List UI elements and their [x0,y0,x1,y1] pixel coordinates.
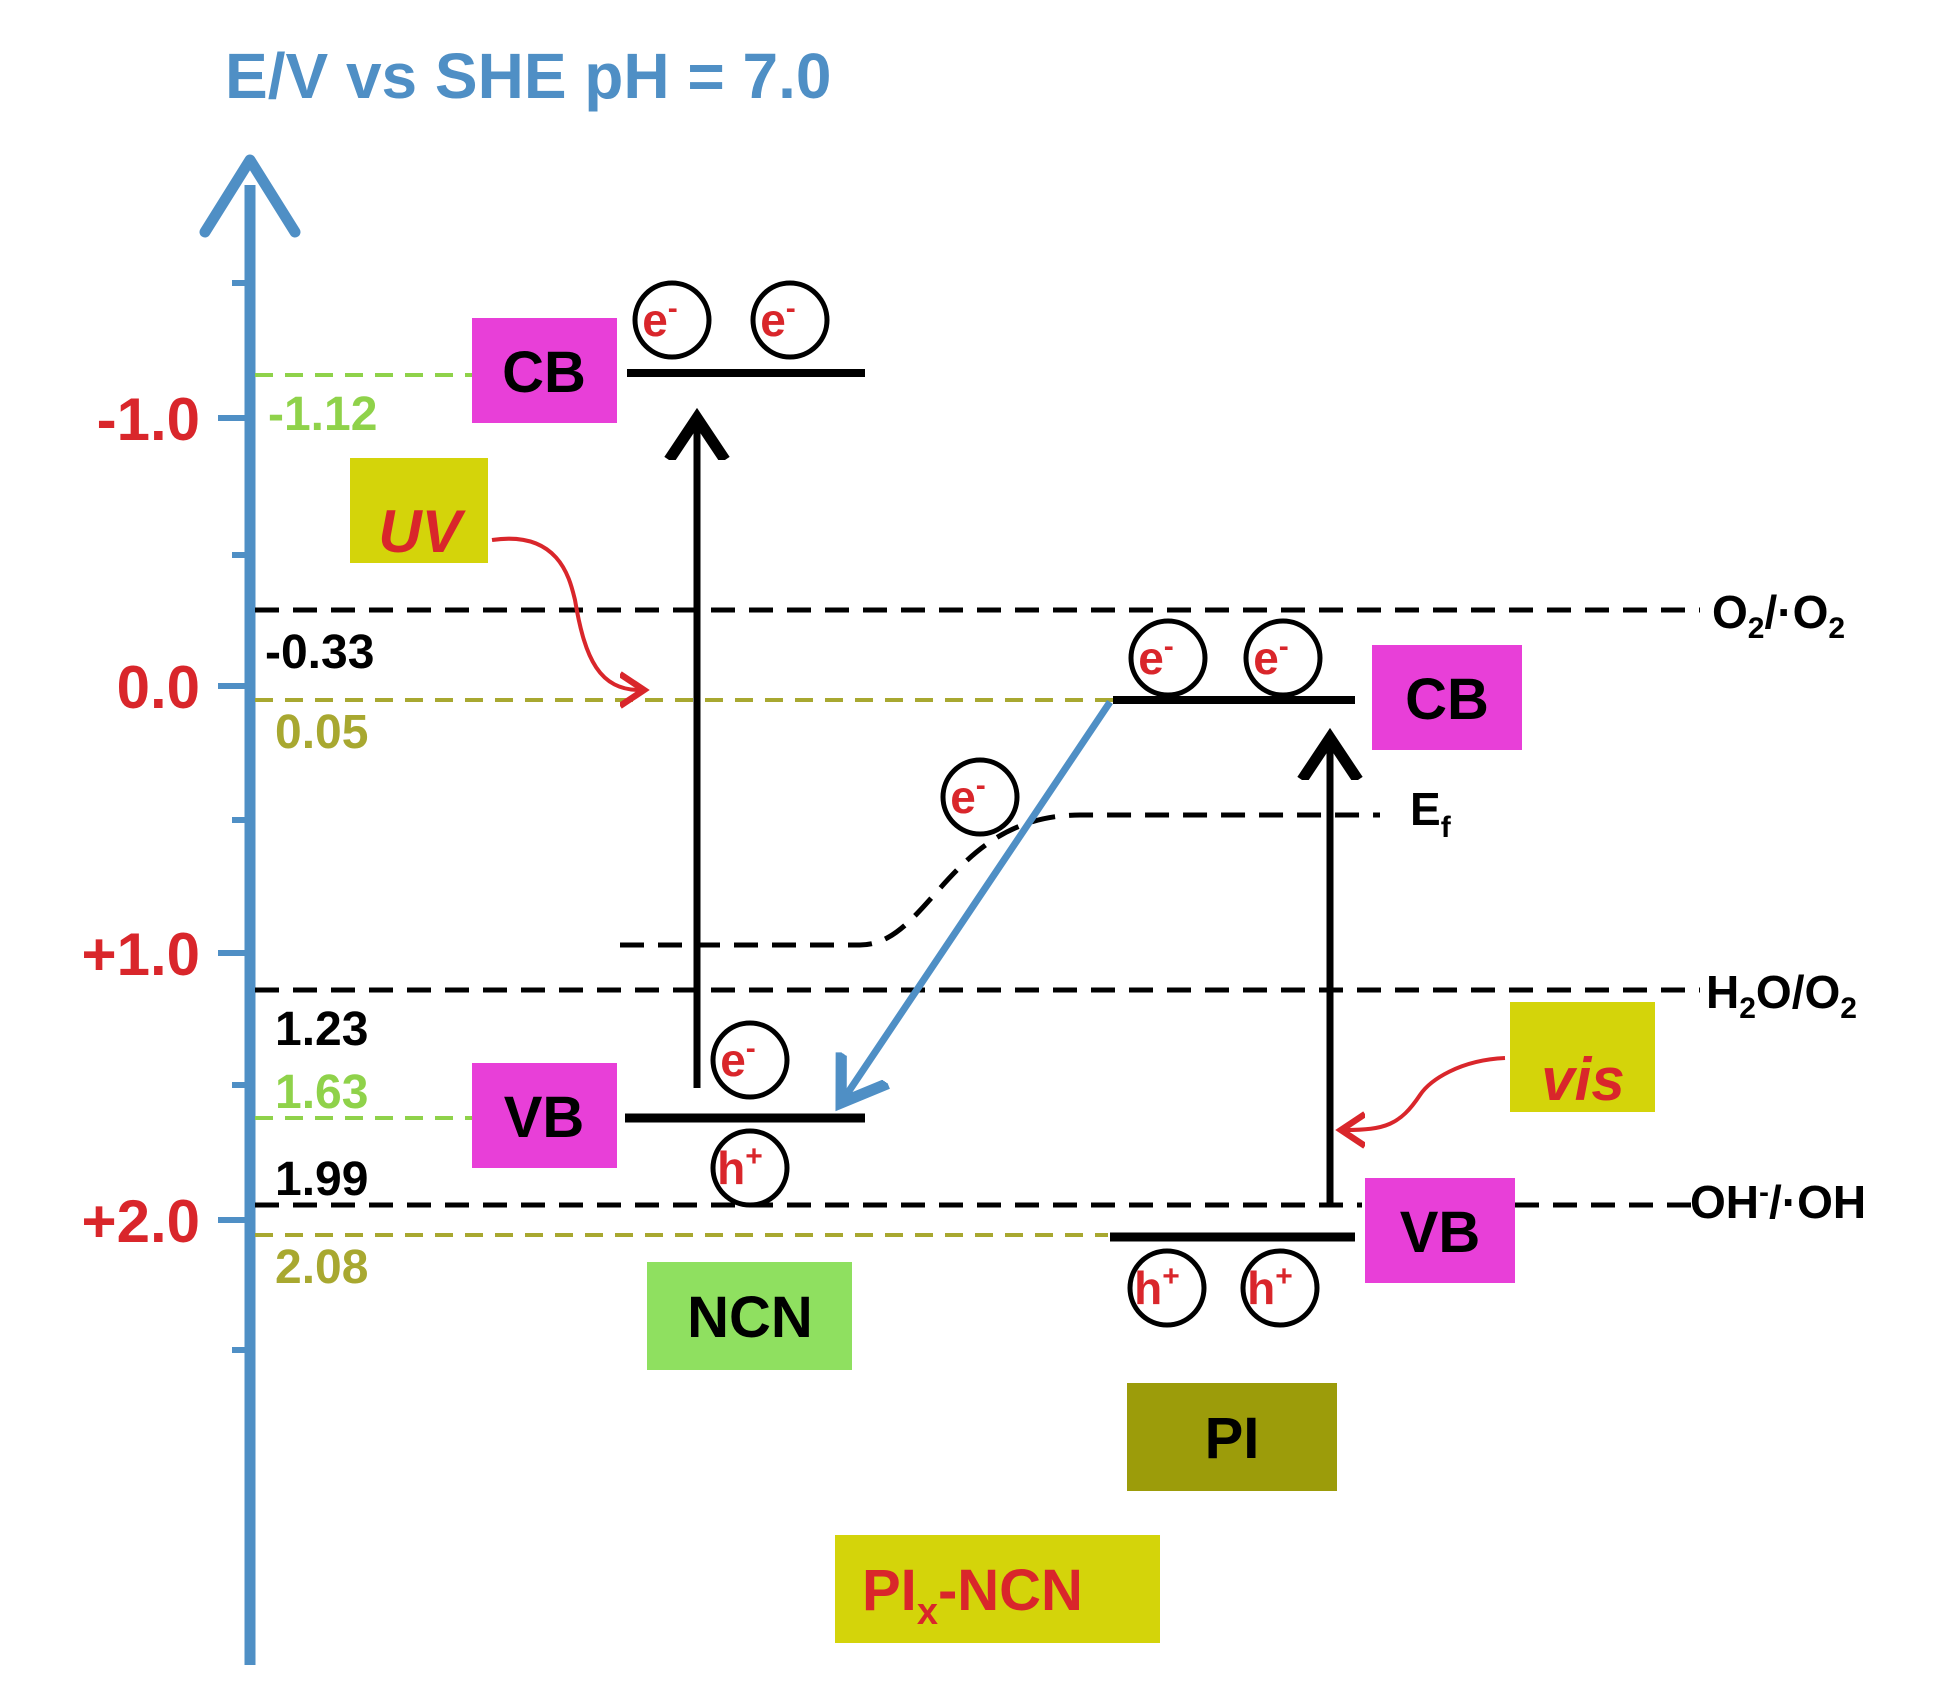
svg-text:VB: VB [1400,1200,1481,1265]
pi-vb-value: 2.08 [275,1241,368,1294]
fermi-level-label: Ef [1410,783,1452,844]
electron-ncn-vb: e- [710,1020,790,1100]
pi-material-label: PI [1127,1383,1337,1491]
ncn-cb-value: -1.12 [268,388,377,441]
axis-title: E/V vs SHE pH = 7.0 [225,40,832,112]
tick-label-0: 0.0 [117,654,200,721]
pi-cb-label: CB [1372,645,1522,750]
o2-redox-label: O2/·O2 [1712,586,1845,645]
electron-transfer: e- [940,757,1020,837]
svg-text:e-: e- [1253,630,1289,684]
svg-text:UV: UV [378,498,466,565]
svg-text:NCN: NCN [687,1285,813,1350]
svg-text:VB: VB [504,1085,585,1150]
electron-pi-cb-2: e- [1243,618,1323,698]
h2o-redox-value: 1.23 [275,1003,368,1056]
hole-pi-vb-1: h+ [1127,1248,1207,1328]
svg-text:h+: h+ [717,1140,763,1194]
band-edge-lines [255,373,1115,1237]
svg-text:PI: PI [1205,1406,1260,1471]
svg-text:CB: CB [502,340,586,405]
electron-ncn-cb-1: e- [632,280,712,360]
ncn-cb-label: CB [472,318,617,423]
svg-text:e-: e- [950,769,986,823]
electron-ncn-cb-2: e- [750,280,830,360]
o2-redox-value: -0.33 [265,626,374,679]
hole-ncn-vb: h+ [710,1128,790,1208]
axis-ticks [218,280,250,1353]
svg-text:e-: e- [642,292,678,346]
uv-light-arrow [491,536,640,690]
svg-text:h+: h+ [1247,1260,1293,1314]
ncn-vb-label: VB [472,1063,617,1168]
svg-text:PIx-NCN: PIx-NCN [862,1558,1083,1633]
svg-text:h+: h+ [1134,1260,1180,1314]
redox-lines [255,607,1700,1208]
pi-cb-value: 0.05 [275,706,368,759]
h2o-redox-label: H2O/O2 [1706,966,1857,1025]
hole-pi-vb-2: h+ [1240,1248,1320,1328]
tick-label-minus-1: -1.0 [97,386,200,453]
energy-axis: E/V vs SHE pH = 7.0 -1.0 0.0 +1.0 +2.0 [82,40,832,1665]
tick-label-plus-2: +2.0 [82,1188,200,1255]
vis-light-arrow [1345,1056,1506,1130]
ncn-vb-value: 1.63 [275,1066,368,1119]
electron-pi-cb-1: e- [1128,618,1208,698]
composite-material-label: PIx-NCN [835,1535,1160,1643]
electron-transfer-arrow [845,700,1113,1097]
tick-label-plus-1: +1.0 [82,921,200,988]
svg-text:vis: vis [1541,1046,1624,1113]
ncn-material-label: NCN [647,1262,852,1370]
pi-vb-label: VB [1365,1178,1515,1283]
oh-redox-value: 1.99 [275,1153,368,1206]
fermi-level-curve [620,812,1380,948]
svg-text:e-: e- [1138,630,1174,684]
svg-text:CB: CB [1405,667,1489,732]
svg-text:e-: e- [720,1032,756,1086]
axis-arrowhead [199,154,301,238]
uv-light-label: UV [350,458,488,565]
vis-light-label: vis [1510,1002,1655,1113]
svg-text:e-: e- [760,292,796,346]
oh-redox-label: OH-/·OH [1690,1176,1866,1228]
